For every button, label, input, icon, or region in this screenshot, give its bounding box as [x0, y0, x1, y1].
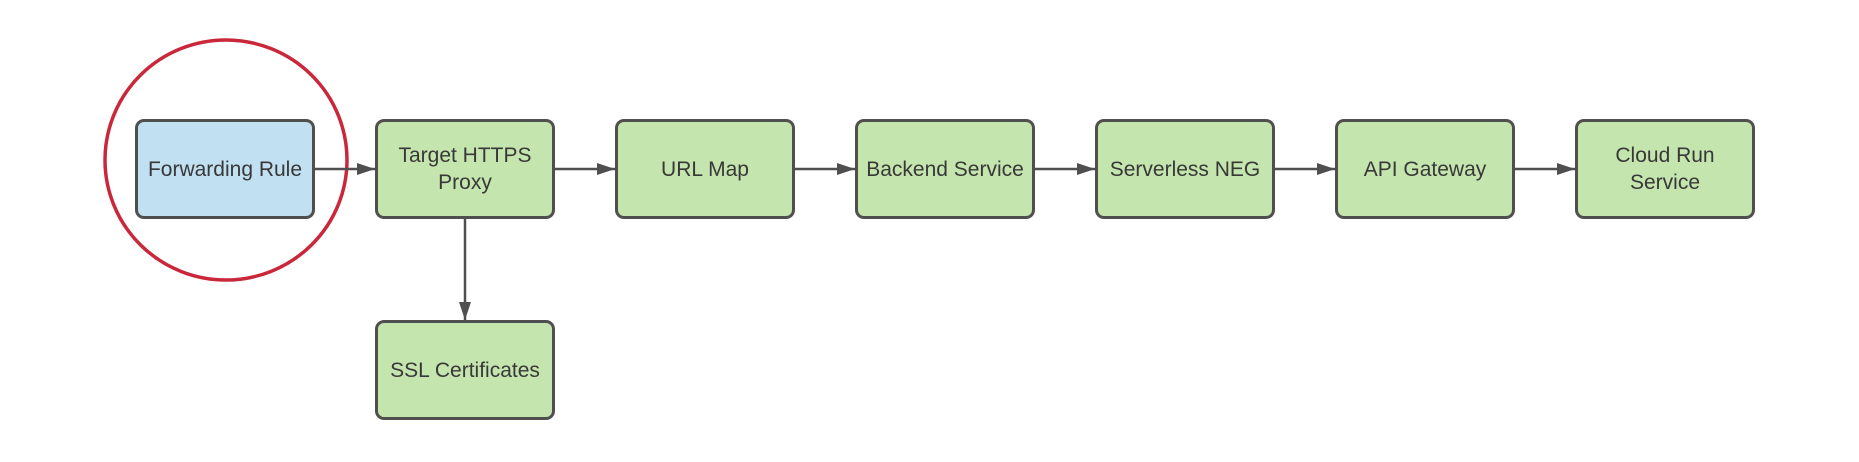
node-ssl-certificates: SSL Certificates [375, 320, 555, 420]
node-url-map: URL Map [615, 119, 795, 219]
node-backend-service: Backend Service [855, 119, 1035, 219]
node-label: Backend Service [866, 157, 1024, 181]
node-api-gateway: API Gateway [1335, 119, 1515, 219]
node-serverless-neg: Serverless NEG [1095, 119, 1275, 219]
node-label: Target HTTPS Proxy [398, 144, 532, 194]
highlight-ellipse [103, 38, 349, 282]
node-label: API Gateway [1363, 157, 1487, 181]
node-label: SSL Certificates [390, 358, 540, 382]
node-label: Cloud Run Service [1615, 144, 1715, 194]
node-label: Forwarding Rule [147, 157, 303, 181]
node-cloud-run-service: Cloud Run Service [1575, 119, 1755, 219]
node-target-https-proxy: Target HTTPS Proxy [375, 119, 555, 219]
node-label: URL Map [661, 157, 749, 181]
node-label: Serverless NEG [1109, 157, 1261, 181]
node-forwarding-rule: Forwarding Rule [135, 119, 315, 219]
